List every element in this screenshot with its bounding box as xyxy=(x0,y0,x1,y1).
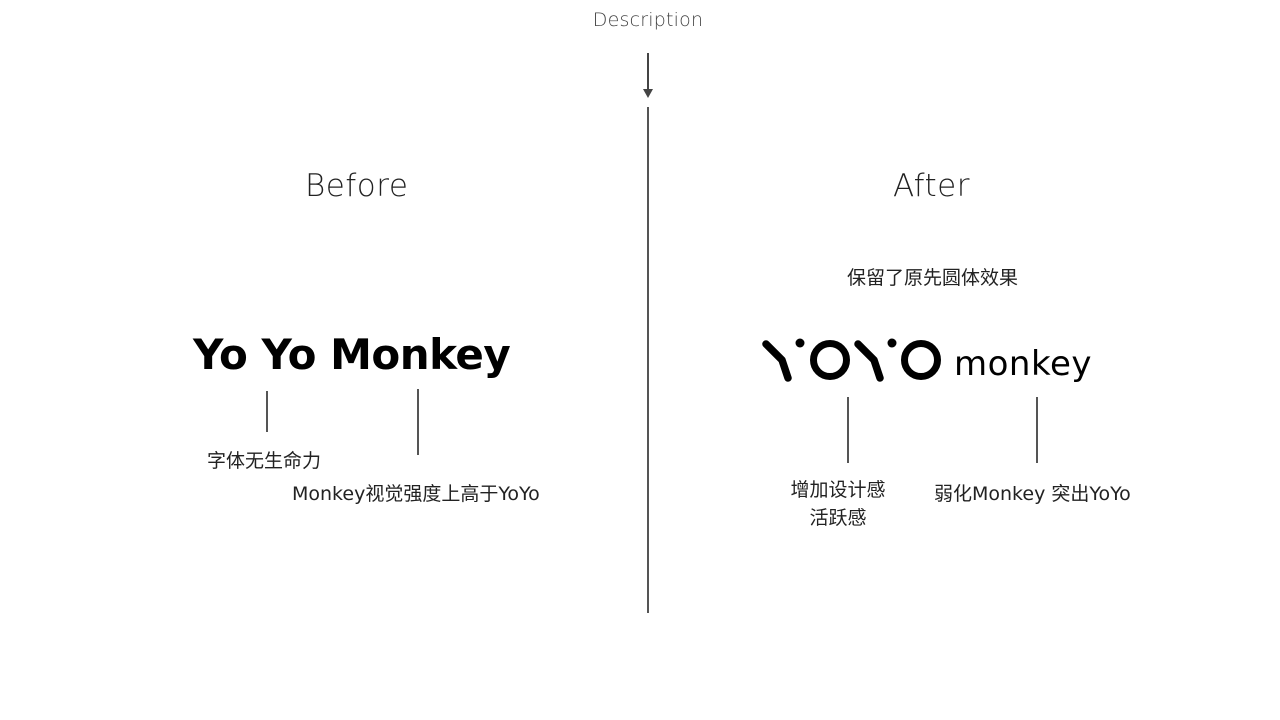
note-design: 增加设计感 活跃感 xyxy=(778,476,898,532)
leader-line-yoyo xyxy=(266,391,268,432)
new-logo: monkey xyxy=(762,334,1102,390)
old-logo: Yo Yo Monkey xyxy=(193,330,511,379)
note-no-life: 字体无生命力 xyxy=(207,450,322,472)
center-divider xyxy=(647,107,649,613)
after-heading: After xyxy=(893,168,970,204)
svg-text:monkey: monkey xyxy=(954,344,1092,384)
description-title: Description xyxy=(592,9,704,31)
before-heading: Before xyxy=(305,168,409,204)
leader-line-design xyxy=(847,397,849,463)
down-arrow-shaft xyxy=(647,53,649,90)
new-logo-mark: monkey xyxy=(762,338,1092,384)
leader-line-weaken xyxy=(1036,397,1038,463)
note-monkey-strong: Monkey视觉强度上高于YoYo xyxy=(292,483,540,505)
leader-line-monkey xyxy=(417,389,419,455)
note-design-line2: 活跃感 xyxy=(809,507,867,529)
down-arrow-icon xyxy=(643,89,653,98)
note-round-style: 保留了原先圆体效果 xyxy=(847,267,1019,289)
note-weaken-monkey: 弱化Monkey 突出YoYo xyxy=(934,483,1131,505)
note-design-line1: 增加设计感 xyxy=(790,479,886,501)
